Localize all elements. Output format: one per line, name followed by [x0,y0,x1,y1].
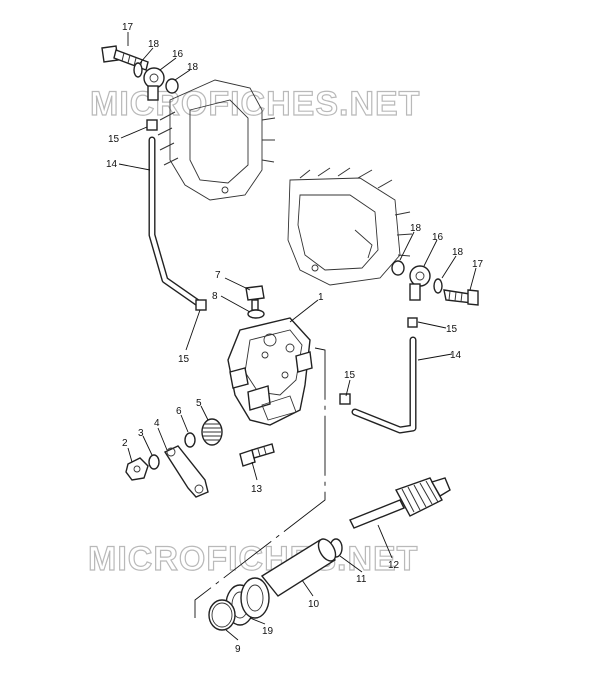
callout-7: 7 [215,270,221,281]
callout-12: 12 [388,560,400,571]
engine-cylinder-upper [157,79,276,201]
callout-8: 8 [212,291,218,302]
banjo-fitting-upper [143,67,165,101]
callout-13: 13 [251,484,263,495]
assembly-guide-line [194,347,326,618]
callout-18-right-a: 18 [410,223,422,234]
callout-18-upper-b: 18 [187,62,199,73]
callout-18-upper-a: 18 [148,39,160,50]
callout-10: 10 [308,599,320,610]
washer-upper-2 [165,78,179,94]
callout-16-right: 16 [432,232,444,243]
callout-2: 2 [122,438,128,449]
callout-17-upper: 17 [122,22,134,33]
watermark-top: MICROFICHES.NET [90,85,420,123]
callout-5: 5 [196,398,202,409]
clamp-upper-right [407,317,418,328]
washer-pump [247,309,265,319]
callout-6: 6 [176,406,182,417]
callout-15-upper-left: 15 [108,134,120,145]
driven-gear-shaft [349,477,451,529]
washer-pump-gear [184,432,196,448]
clamp-lower-left [195,299,207,311]
oil-pipe-left [148,136,202,307]
banjo-bolt-pump [245,285,265,311]
watermark-bottom: MICROFICHES.NET [88,540,418,578]
callout-18-right-b: 18 [452,247,464,258]
callout-15-lower-right: 15 [344,370,356,381]
pump-gear [201,418,223,446]
washer-upper-1 [133,62,143,78]
callout-14-left: 14 [106,159,118,170]
nut-lever [125,457,149,481]
o-ring [208,599,236,631]
callout-14-right: 14 [450,350,462,361]
clamp-lower-right [339,393,351,405]
washer-right-1 [391,260,405,276]
leader-lines [118,32,477,641]
washer-lever [148,454,160,470]
callout-19: 19 [262,626,274,637]
oil-pump-body [227,317,313,426]
banjo-bolt-right [443,289,479,306]
callout-3: 3 [138,428,144,439]
bleed-bolt [239,443,275,467]
callout-1: 1 [318,292,324,303]
callout-15-lower-left: 15 [178,354,190,365]
clamp-upper-left [146,119,158,131]
shaft-sleeve [260,538,337,597]
callout-9: 9 [235,644,241,655]
banjo-fitting-right [409,265,431,301]
callout-15-right: 15 [446,324,458,335]
callout-4: 4 [154,418,160,429]
engine-cylinder-lower [287,167,413,286]
washer-right-2 [433,278,443,294]
callout-17-right: 17 [472,259,484,270]
callout-11: 11 [356,574,367,585]
pump-lever [163,445,209,498]
callout-16-upper: 16 [172,49,184,60]
